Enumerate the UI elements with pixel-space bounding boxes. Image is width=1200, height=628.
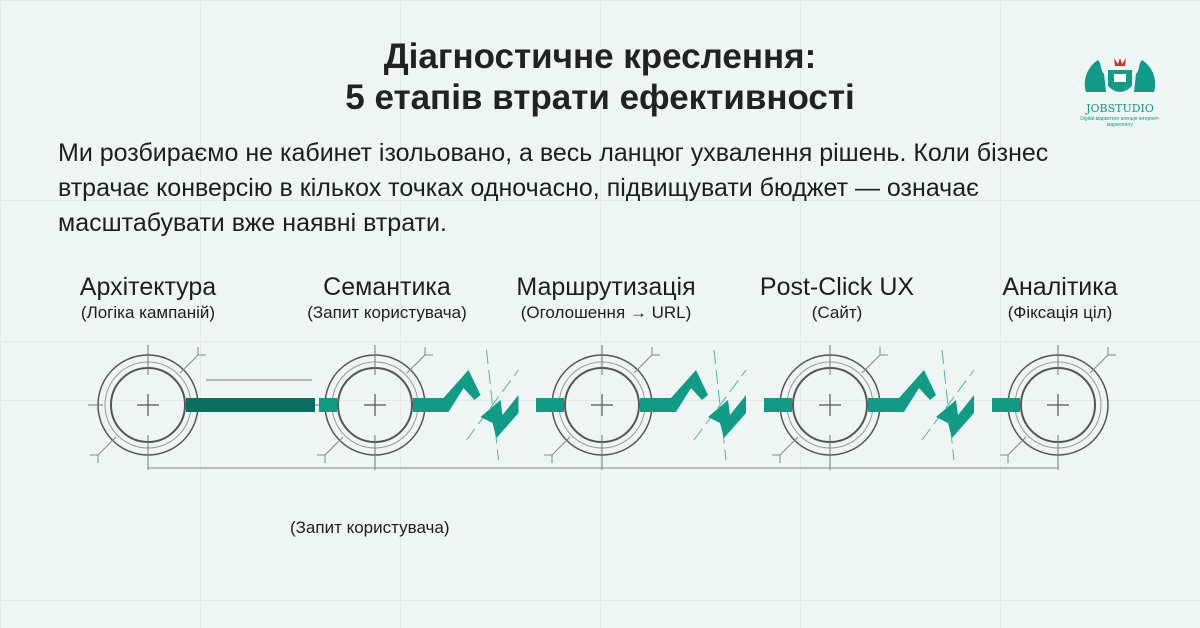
stage-subtitle: (Запит користувача) (307, 303, 467, 322)
leader-lines (317, 347, 433, 463)
crest-icon (1084, 58, 1156, 92)
title-line-1: Діагностичне креслення: (383, 37, 817, 76)
stage-subtitle: (Логіка кампаній) (80, 303, 216, 322)
stage-subtitle: (Оголошення → URL) (520, 303, 692, 322)
connector-bar (186, 398, 315, 412)
leader-lines (90, 347, 206, 463)
leader-lines (544, 347, 660, 463)
logo-tagline: Digital-маркетинг агенція інтернет-марке… (1080, 116, 1160, 128)
broken-connector-right (480, 395, 519, 438)
broken-connector-right (708, 395, 746, 438)
center-cross-icon (364, 394, 386, 416)
broken-connector-left (868, 370, 936, 412)
stage-post-click-ux: Post-Click UX (Сайт) (717, 272, 957, 324)
connector-bar (319, 398, 337, 412)
connector-3-broken (602, 349, 830, 469)
connector-stub (764, 398, 792, 412)
fracture-line (693, 349, 747, 461)
connector-2-broken (375, 349, 602, 469)
stage-analytics: Аналітика (Фіксація ціл) (940, 272, 1180, 324)
connector-4-broken (830, 349, 1058, 469)
center-cross-icon (819, 394, 841, 416)
broken-connector-left (413, 370, 481, 412)
connector-stub (536, 398, 564, 412)
stage-node-1 (88, 345, 206, 470)
logo-name: JOBSTUDIO (1086, 102, 1154, 115)
extra-label: (Запит користувача) (290, 518, 450, 537)
page-title: Діагностичне креслення: 5 етапів втрати … (0, 36, 1200, 118)
fracture-line (466, 349, 519, 461)
stage-name: Архітектура (79, 273, 217, 301)
connector-stub (992, 398, 1020, 412)
title-line-2: 5 етапів втрати ефективності (345, 78, 855, 117)
intro-text: Ми розбираємо не кабинет ізольовано, а в… (58, 139, 1049, 237)
center-cross-icon (591, 394, 613, 416)
stage-name: Post-Click UX (759, 273, 915, 301)
stage-name: Семантика (323, 273, 451, 301)
stage-subtitle: (Фіксація ціл) (1007, 303, 1113, 322)
stage-name: Аналітика (1002, 273, 1118, 301)
broken-connector-right (936, 395, 974, 438)
stage-architecture: Архітектура (Логіка кампаній) (28, 272, 268, 324)
stage-subtitle: (Сайт) (811, 303, 863, 322)
center-cross-icon (137, 394, 159, 416)
connector-1-intact (148, 379, 375, 469)
stage-semantics: Семантика (Запит користувача) (267, 272, 507, 324)
broken-connector-left (640, 370, 708, 412)
leader-lines (772, 347, 888, 463)
jobstudio-logo: JOBSTUDIO Digital-маркетинг агенція інте… (1078, 52, 1162, 128)
fracture-line (921, 349, 975, 461)
blueprint-diagram (0, 341, 1200, 470)
stage-name: Маршрутизація (516, 273, 696, 301)
stage-routing: Маршрутизація (Оголошення → URL) (486, 272, 726, 324)
center-cross-icon (1047, 394, 1069, 416)
leader-lines (1000, 347, 1116, 463)
axis-lines (88, 345, 149, 470)
